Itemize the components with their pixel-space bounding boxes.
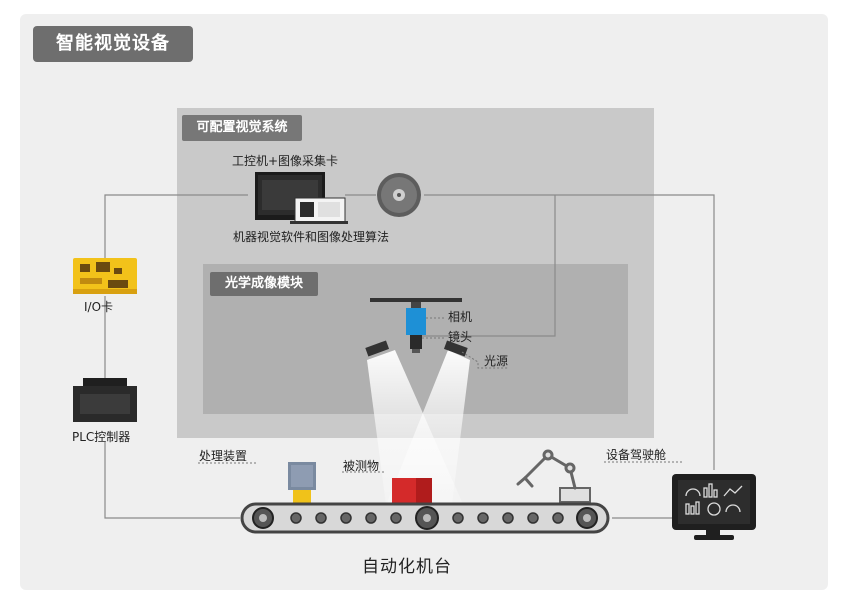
robot-arm-icon [516,449,591,503]
platform-label: 自动化机台 [362,557,452,577]
light-source-right-icon [443,340,468,357]
connection-lines [104,194,715,519]
plc-controller-label: PLC控制器 [72,430,131,444]
light-source-left-icon [365,340,390,357]
ipc-computer-icon [255,172,348,224]
plc-controller-icon [73,378,137,422]
software-disc-icon [377,173,421,217]
measured-object-label: 被测物 [343,459,380,473]
light-beam [380,350,470,520]
processing-device-icon [288,462,316,504]
optical-module-title: 光学成像模块 [210,272,318,296]
io-card-icon [73,258,137,294]
software-label: 机器视觉软件和图像处理算法 [233,230,390,244]
camera-rig [370,298,462,353]
processing-device-label: 处理装置 [199,449,248,463]
io-card-label: I/O卡 [84,300,114,314]
ipc-label: 工控机+图像采集卡 [232,154,339,168]
lens-label: 镜头 [448,330,473,344]
page-title: 智能视觉设备 [33,26,193,62]
light-source-label: 光源 [484,354,509,368]
conveyor-belt [240,502,610,534]
camera-label: 相机 [448,310,473,324]
measured-object-icon [392,478,432,504]
cockpit-label: 设备驾驶舱 [606,448,667,462]
cockpit-monitor-icon [672,474,756,540]
vision-system-title: 可配置视觉系统 [182,115,302,141]
